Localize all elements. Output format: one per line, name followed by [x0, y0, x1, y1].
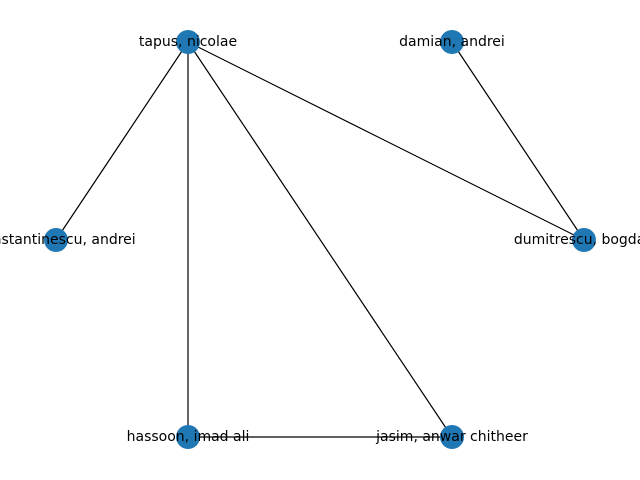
node-label-hassoon: hassoon, imad ali [127, 429, 250, 445]
edge-damian-dumitrescu [451, 41, 585, 241]
edge-tapus-constantinescu [55, 41, 189, 241]
node-label-constantinescu: constantinescu, andrei [0, 232, 136, 248]
node-dumitrescu [572, 228, 596, 252]
node-damian [440, 30, 464, 54]
node-label-dumitrescu: dumitrescu, bogdan [514, 232, 640, 248]
edge-tapus-jasim [187, 41, 453, 438]
node-label-jasim: jasim, anwar chitheer [375, 429, 528, 445]
edges-layer [55, 41, 585, 438]
node-hassoon [176, 425, 200, 449]
node-jasim [440, 425, 464, 449]
edge-tapus-dumitrescu [187, 41, 585, 241]
node-label-damian: damian, andrei [399, 34, 505, 50]
node-constantinescu [44, 228, 68, 252]
labels-layer: tapus, nicolae damian, andrei constantines… [0, 34, 640, 445]
nodes-layer [44, 30, 596, 449]
node-tapus [176, 30, 200, 54]
node-label-tapus: tapus, nicolae [139, 34, 237, 50]
